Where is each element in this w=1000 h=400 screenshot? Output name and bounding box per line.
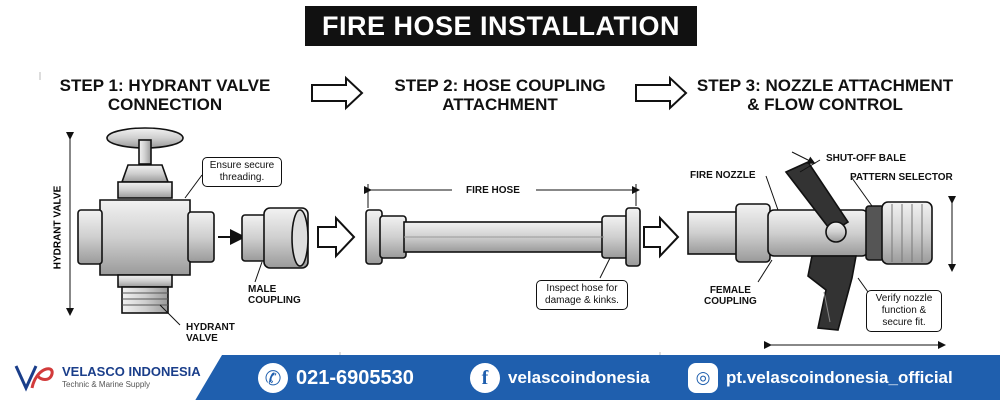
footer-phone-text: 021-6905530: [296, 366, 414, 389]
hydrant-valve-side-label: HYDRANT VALVE: [52, 185, 64, 270]
footer-phone[interactable]: ✆ 021-6905530: [258, 360, 414, 396]
step-1-line1: STEP 1: HYDRANT VALVE: [59, 76, 271, 95]
step-3-heading: STEP 3: NOZZLE ATTACHMENT & FLOW CONTROL: [690, 76, 960, 114]
phone-icon: ✆: [258, 363, 288, 393]
shut-off-bale-label: SHUT-OFF BALE: [826, 153, 906, 164]
inspect-note: Inspect hose for damage & kinks.: [536, 280, 628, 310]
hydrant-valve-label: HYDRANT VALVE: [186, 322, 235, 344]
flow-arrow-2: [643, 215, 680, 259]
female-coupling-label: FEMALE COUPLING: [704, 285, 757, 307]
hydrant-valve-label-line1: HYDRANT: [186, 322, 235, 333]
pattern-selector-label: PATTERN SELECTOR: [850, 172, 953, 183]
flow-arrow-1: [317, 215, 356, 259]
fire-hose-label: FIRE HOSE: [466, 185, 520, 196]
facebook-icon: f: [470, 363, 500, 393]
male-coupling-label-line1: MALE: [248, 284, 277, 295]
fire-nozzle-label: FIRE NOZZLE: [690, 170, 756, 181]
step-arrow-2: [635, 75, 688, 111]
installation-diagram: [39, 72, 956, 355]
step-2-line2: ATTACHMENT: [442, 95, 558, 114]
female-coupling-label-line1: FEMALE: [709, 285, 751, 296]
verify-note-line2: function &: [881, 305, 927, 316]
inspect-note-line1: Inspect hose for: [546, 283, 618, 294]
footer-facebook-text: velascoindonesia: [508, 368, 650, 387]
hose-dimension: [364, 184, 640, 279]
female-coupling-label-line2: COUPLING: [704, 296, 757, 307]
nozzle-dimension: [764, 196, 956, 349]
step-2-heading: STEP 2: HOSE COUPLING ATTACHMENT: [380, 76, 620, 114]
male-coupling-label: MALE COUPLING: [248, 284, 301, 306]
footer-brand-sub: Technic & Marine Supply: [62, 380, 151, 389]
footer-facebook[interactable]: f velascoindonesia: [470, 360, 650, 396]
threading-note-line1: Ensure secure: [209, 160, 275, 171]
nozzle-drawing: [687, 160, 933, 331]
hydrant-valve-label-line2: VALVE: [186, 333, 218, 344]
inspect-note-line2: damage & kinks.: [545, 295, 619, 306]
footer-brand: VELASCO INDONESIA: [62, 364, 201, 379]
step-3-line1: STEP 3: NOZZLE ATTACHMENT: [696, 76, 954, 95]
step-2-line1: STEP 2: HOSE COUPLING: [394, 76, 606, 95]
step-arrow-1: [311, 75, 364, 111]
male-coupling-drawing: [241, 207, 309, 269]
verify-note-line1: Verify nozzle: [875, 293, 933, 304]
page-title: FIRE HOSE INSTALLATION: [305, 6, 697, 46]
footer-instagram[interactable]: ◎ pt.velascoindonesia_official: [688, 360, 953, 396]
threading-note-line2: threading.: [219, 172, 265, 183]
step-1-line2: CONNECTION: [107, 95, 223, 114]
threading-note: Ensure secure threading.: [202, 157, 282, 187]
footer-instagram-text: pt.velascoindonesia_official: [726, 368, 953, 387]
instagram-icon: ◎: [688, 363, 718, 393]
velasco-logo-icon: [14, 365, 54, 392]
hydrant-valve-drawing: [77, 127, 215, 314]
step-1-heading: STEP 1: HYDRANT VALVE CONNECTION: [40, 76, 290, 114]
fire-hose-drawing: [365, 207, 641, 267]
verify-note-line3: secure fit.: [882, 317, 926, 328]
verify-note: Verify nozzle function & secure fit.: [866, 290, 942, 332]
male-coupling-label-line2: COUPLING: [248, 295, 301, 306]
step-3-line2: & FLOW CONTROL: [747, 95, 903, 114]
